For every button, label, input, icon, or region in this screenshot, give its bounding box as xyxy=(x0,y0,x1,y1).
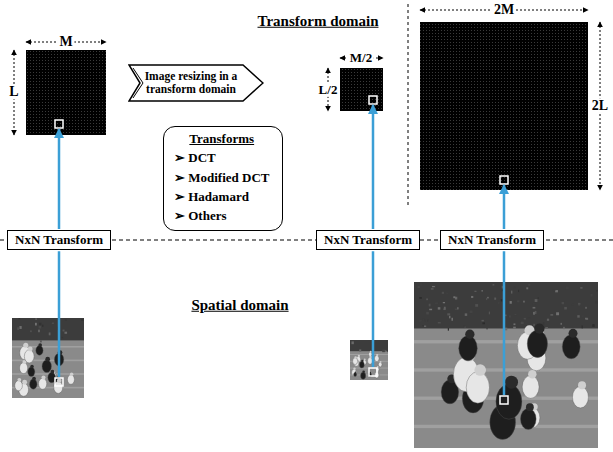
node-text: Image resizing in a transform domain xyxy=(144,70,238,96)
mapping-arrow xyxy=(58,129,61,229)
arrow-outline xyxy=(128,64,264,102)
arrow-tail xyxy=(133,68,143,98)
list-item: ➢ Hadamard xyxy=(174,189,270,205)
football-photo xyxy=(12,318,84,398)
text-holder: Image resizing in a transform domain xyxy=(144,70,238,96)
node-text: NxN Transform xyxy=(324,232,412,248)
node-text: NxN Transform xyxy=(15,232,103,248)
list-item: ➢ Modified DCT xyxy=(174,170,270,186)
transform-box: NxN Transform xyxy=(7,230,111,250)
arrow-outline xyxy=(129,65,263,101)
transform-box: NxN Transform xyxy=(316,230,420,250)
pixel-marker xyxy=(500,396,508,404)
transform-box: NxN Transform xyxy=(440,230,544,250)
block-marker xyxy=(369,96,377,104)
mapping-arrow xyxy=(372,105,375,229)
pixel-marker xyxy=(369,368,377,376)
mapping-arrow xyxy=(503,185,506,229)
dimension-label: M/2 xyxy=(348,51,374,65)
mapping-line xyxy=(503,251,506,395)
list-item: ➢ DCT xyxy=(174,150,270,166)
domain-heading: Spatial domain xyxy=(189,297,290,314)
dimension-label: 2L xyxy=(590,98,610,113)
coefficient-block xyxy=(26,50,106,135)
dimension-label: 2M xyxy=(492,2,516,17)
node-text: NxN Transform xyxy=(448,232,536,248)
dimension-label: L/2 xyxy=(317,83,340,97)
mapping-line xyxy=(372,251,375,367)
list-item: ➢ Others xyxy=(174,208,270,224)
coefficient-block xyxy=(420,22,588,190)
football-photo xyxy=(350,340,388,380)
process-arrow: Image resizing in a transform domain xyxy=(128,64,264,102)
transform-list-box: Transforms ➢ DCT ➢ Modified DCT ➢ Hadamard ➢… xyxy=(163,126,283,231)
block-marker xyxy=(500,176,508,184)
dimension-label: M xyxy=(57,34,74,49)
pixel-marker xyxy=(55,378,63,386)
block-marker xyxy=(55,120,63,128)
list-heading: Transforms xyxy=(174,131,270,147)
domain-heading: Transform domain xyxy=(256,13,381,30)
mapping-line xyxy=(58,251,61,377)
coefficient-block xyxy=(340,68,383,111)
separator-line xyxy=(408,4,409,205)
dimension-label: L xyxy=(7,84,20,99)
football-photo xyxy=(414,282,599,448)
